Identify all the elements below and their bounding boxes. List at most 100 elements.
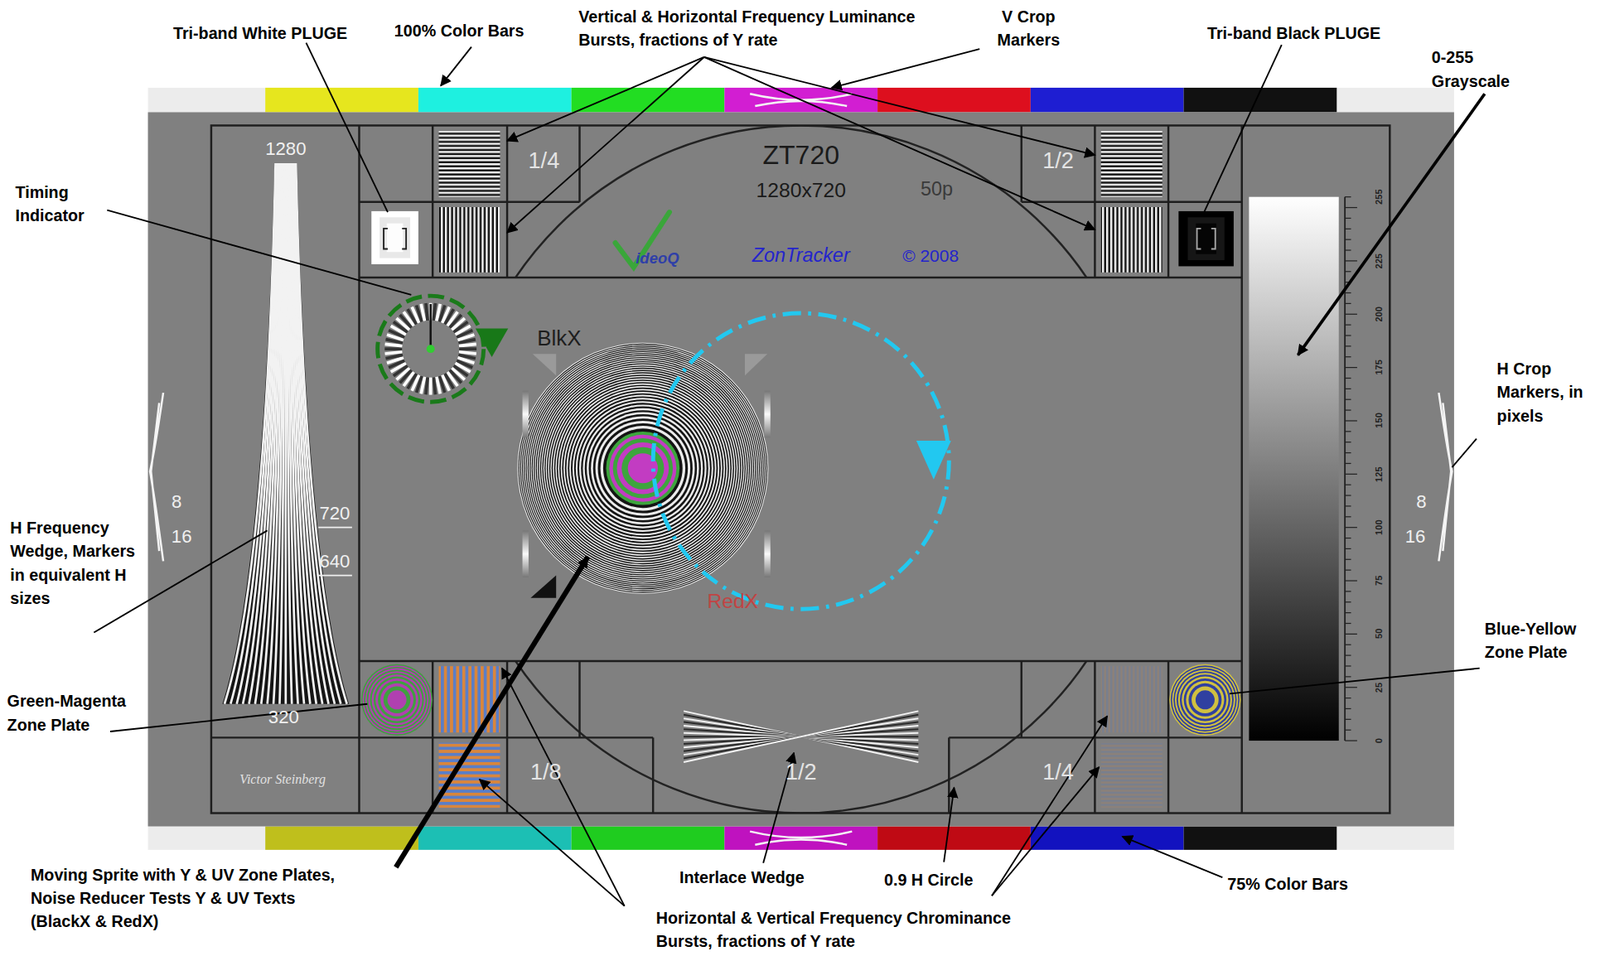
sprite-zone-plate: [567, 393, 718, 544]
scale-tick: [1344, 196, 1351, 198]
scale-tick: [1344, 430, 1351, 432]
grid-line: [358, 736, 653, 739]
blue-yellow-zone-plate: [1188, 683, 1222, 717]
outer-ground: [148, 87, 1455, 851]
scale-tick: [1344, 239, 1351, 241]
timing-spoke: [429, 377, 433, 396]
black-pluge: [1195, 223, 1217, 255]
sprite-zone-plate: [522, 348, 764, 589]
size-marker: 16: [171, 526, 193, 549]
scale-tick: [1344, 739, 1358, 741]
sprite-zone-plate: [521, 346, 765, 590]
sprite-zone-plate: [552, 378, 733, 559]
sprite-zone-plate: [569, 395, 716, 542]
green-magenta-zone-plate: [380, 683, 414, 717]
color-bar: [418, 826, 572, 851]
sprite-marker: [530, 575, 556, 599]
format-title: 1280x720: [756, 177, 846, 203]
green-magenta-zone-plate: [377, 681, 416, 720]
sprite-zone-plate: [560, 386, 726, 551]
leader-line: [396, 556, 589, 867]
scale-tick: [1344, 217, 1351, 219]
leader-line: [831, 48, 981, 88]
leader-line: [1122, 836, 1223, 878]
blue-yellow-zone-plate: [1179, 674, 1231, 726]
wedge-ground: [222, 163, 349, 705]
sprite-zone-plate: [531, 357, 755, 581]
callout-label: V Crop Markers: [971, 4, 1086, 53]
sprite-zone-plate: [541, 366, 745, 571]
sprite-zone-plate: [586, 412, 699, 525]
sprite-zone-plate: [598, 423, 689, 514]
scale-tick: [1344, 388, 1351, 390]
sprite-zone-plate: [566, 391, 721, 546]
sprite-zone-plate: [537, 363, 748, 574]
grid-line: [431, 661, 434, 813]
timing-spoke: [433, 377, 436, 395]
callout-label: Horizontal & Vertical Frequency Chromina…: [656, 906, 1043, 954]
leader-line: [507, 57, 705, 141]
luminance-burst: [1101, 130, 1163, 198]
timing-spoke: [459, 347, 477, 351]
scale-tick: [1344, 729, 1351, 731]
scale-tick: [1344, 559, 1351, 561]
logo-text: ZonTracker: [752, 245, 851, 269]
sprite-zone-plate: [577, 402, 709, 534]
pattern-ground: [148, 111, 1455, 827]
sprite-bar: [522, 530, 529, 578]
sprite-zone-plate: [621, 447, 664, 490]
grid-line: [358, 276, 1242, 279]
timing-spoke: [425, 377, 428, 395]
callout-label: 0.9 H Circle: [884, 868, 973, 892]
green-magenta-zone-plate: [367, 671, 426, 729]
leader-line: [507, 57, 705, 233]
scale-tick: [1344, 270, 1351, 272]
scale-tick: [1344, 249, 1351, 251]
leader-line: [305, 43, 388, 213]
sprite-zone-plate: [540, 365, 746, 571]
scale-number: 225: [1373, 253, 1385, 270]
sprite-zone-plate: [559, 384, 727, 552]
sprite-marker: [532, 353, 556, 376]
sprite-zone-plate: [561, 387, 724, 550]
scale-tick: [1344, 228, 1351, 230]
sprite-zone-plate: [544, 370, 741, 567]
scale-tick: [1344, 345, 1351, 347]
blue-yellow-zone-plate: [1169, 664, 1241, 736]
scale-tick: [1344, 260, 1358, 262]
fraction-label: 1/4: [1042, 758, 1074, 787]
sprite-zone-plate: [556, 381, 730, 555]
author-signature: Victor Steinberg: [239, 771, 326, 788]
green-magenta-zone-plate: [372, 674, 423, 726]
fraction-label: 1/4: [528, 148, 561, 176]
sprite-zone-plate: [579, 404, 707, 532]
sprite-zone-plate: [580, 406, 705, 531]
grid-line: [358, 201, 580, 204]
sprite-zone-plate: [554, 379, 732, 557]
scale-tick: [1344, 207, 1358, 208]
scale-tick: [1344, 399, 1351, 401]
scale-tick: [1344, 409, 1351, 411]
green-magenta-zone-plate: [387, 690, 407, 710]
blue-yellow-zone-plate: [1181, 676, 1228, 724]
scale-tick: [1344, 719, 1351, 721]
scale-tick: [1344, 314, 1358, 315]
scale-number: 175: [1373, 359, 1385, 376]
color-bar: [1184, 826, 1338, 851]
wedge-line: [294, 163, 341, 705]
leader-line: [1229, 668, 1480, 695]
grid-line: [1241, 125, 1243, 813]
sprite-marker: [744, 353, 768, 376]
sprite-zone-plate: [524, 350, 761, 587]
sprite-zone-plate: [555, 381, 730, 556]
green-magenta-zone-plate: [363, 667, 431, 734]
green-magenta-zone-plate: [375, 678, 419, 722]
color-bar: [571, 87, 726, 113]
timing-spoke: [459, 352, 477, 354]
sprite-zone-plate: [572, 397, 714, 539]
scale-tick: [1344, 324, 1351, 326]
scale-tick: [1344, 633, 1358, 635]
marker-underline: [318, 527, 353, 576]
sprite-zone-plate: [557, 383, 728, 554]
leader-line: [704, 57, 1096, 230]
